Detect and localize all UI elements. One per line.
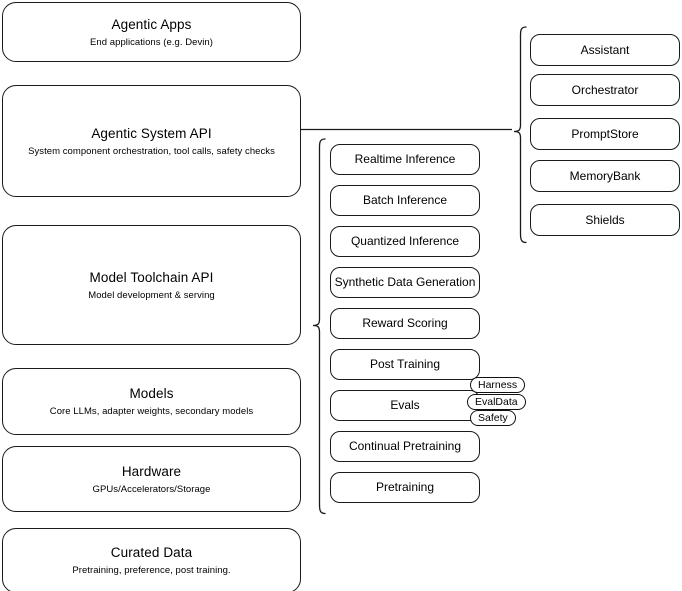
agentic-label: PromptStore: [571, 126, 639, 141]
agentic-label: Shields: [585, 212, 625, 227]
toolchain-label: Pretraining: [375, 480, 435, 494]
agentic-box-shields[interactable]: Shields: [530, 204, 680, 236]
evals-badge-evaldata[interactable]: EvalData: [467, 394, 526, 410]
toolchain-box-quantized-inference[interactable]: Quantized Inference: [330, 226, 480, 257]
agentic-label: Orchestrator: [571, 82, 639, 97]
layer-box-model-toolchain-api[interactable]: Model Toolchain API Model development & …: [2, 225, 301, 345]
toolchain-label: Quantized Inference: [350, 234, 460, 248]
brace-toolchain-components: [310, 138, 330, 516]
toolchain-label: Reward Scoring: [362, 316, 448, 330]
agentic-label: Assistant: [580, 42, 630, 57]
layer-box-models[interactable]: Models Core LLMs, adapter weights, secon…: [2, 368, 301, 435]
layer-box-agentic-system-api[interactable]: Agentic System API System component orch…: [2, 85, 301, 197]
layer-subtitle: Core LLMs, adapter weights, secondary mo…: [49, 406, 254, 417]
toolchain-box-evals[interactable]: Evals: [330, 390, 480, 421]
evals-badge-safety[interactable]: Safety: [470, 410, 516, 426]
layer-box-curated-data[interactable]: Curated Data Pretraining, preference, po…: [2, 528, 301, 591]
evals-badge-harness[interactable]: Harness: [470, 377, 526, 393]
toolchain-label: Post Training: [369, 357, 441, 371]
brace-agentic-components: [512, 26, 532, 244]
toolchain-box-synthetic-data-generation[interactable]: Synthetic Data Generation: [330, 267, 480, 298]
connector-agentic-system-to-components: [298, 120, 526, 140]
layer-subtitle: Model development & serving: [88, 289, 215, 301]
agentic-box-orchestrator[interactable]: Orchestrator: [530, 74, 680, 106]
layer-box-agentic-apps[interactable]: Agentic Apps End applications (e.g. Devi…: [2, 2, 301, 62]
toolchain-box-post-training[interactable]: Post Training: [330, 349, 480, 380]
layer-title: Agentic Apps: [111, 16, 192, 32]
layer-subtitle: GPUs/Accelerators/Storage: [92, 483, 211, 495]
toolchain-box-reward-scoring[interactable]: Reward Scoring: [330, 308, 480, 339]
agentic-box-promptstore[interactable]: PromptStore: [530, 118, 680, 150]
toolchain-box-continual-pretraining[interactable]: Continual Pretraining: [330, 431, 480, 462]
layer-box-hardware[interactable]: Hardware GPUs/Accelerators/Storage: [2, 446, 301, 512]
agentic-box-assistant[interactable]: Assistant: [530, 34, 680, 66]
toolchain-box-pretraining[interactable]: Pretraining: [330, 472, 480, 503]
layer-title: Model Toolchain API: [89, 269, 214, 285]
agentic-box-memorybank[interactable]: MemoryBank: [530, 160, 680, 192]
layer-title: Models: [129, 386, 174, 401]
toolchain-label: Realtime Inference: [354, 152, 456, 166]
layer-title: Hardware: [121, 463, 182, 479]
agentic-label: MemoryBank: [569, 168, 641, 183]
toolchain-box-realtime-inference[interactable]: Realtime Inference: [330, 144, 480, 175]
layer-subtitle: End applications (e.g. Devin): [90, 36, 213, 48]
layer-title: Agentic System API: [91, 125, 212, 141]
layer-title: Curated Data: [110, 545, 193, 560]
toolchain-label: Continual Pretraining: [348, 439, 462, 453]
layer-subtitle: System component orchestration, tool cal…: [28, 145, 275, 157]
toolchain-label: Batch Inference: [362, 193, 448, 207]
toolchain-box-batch-inference[interactable]: Batch Inference: [330, 185, 480, 216]
layer-subtitle: Pretraining, preference, post training.: [72, 565, 231, 576]
toolchain-label: Synthetic Data Generation: [334, 275, 476, 289]
toolchain-label: Evals: [390, 398, 420, 412]
